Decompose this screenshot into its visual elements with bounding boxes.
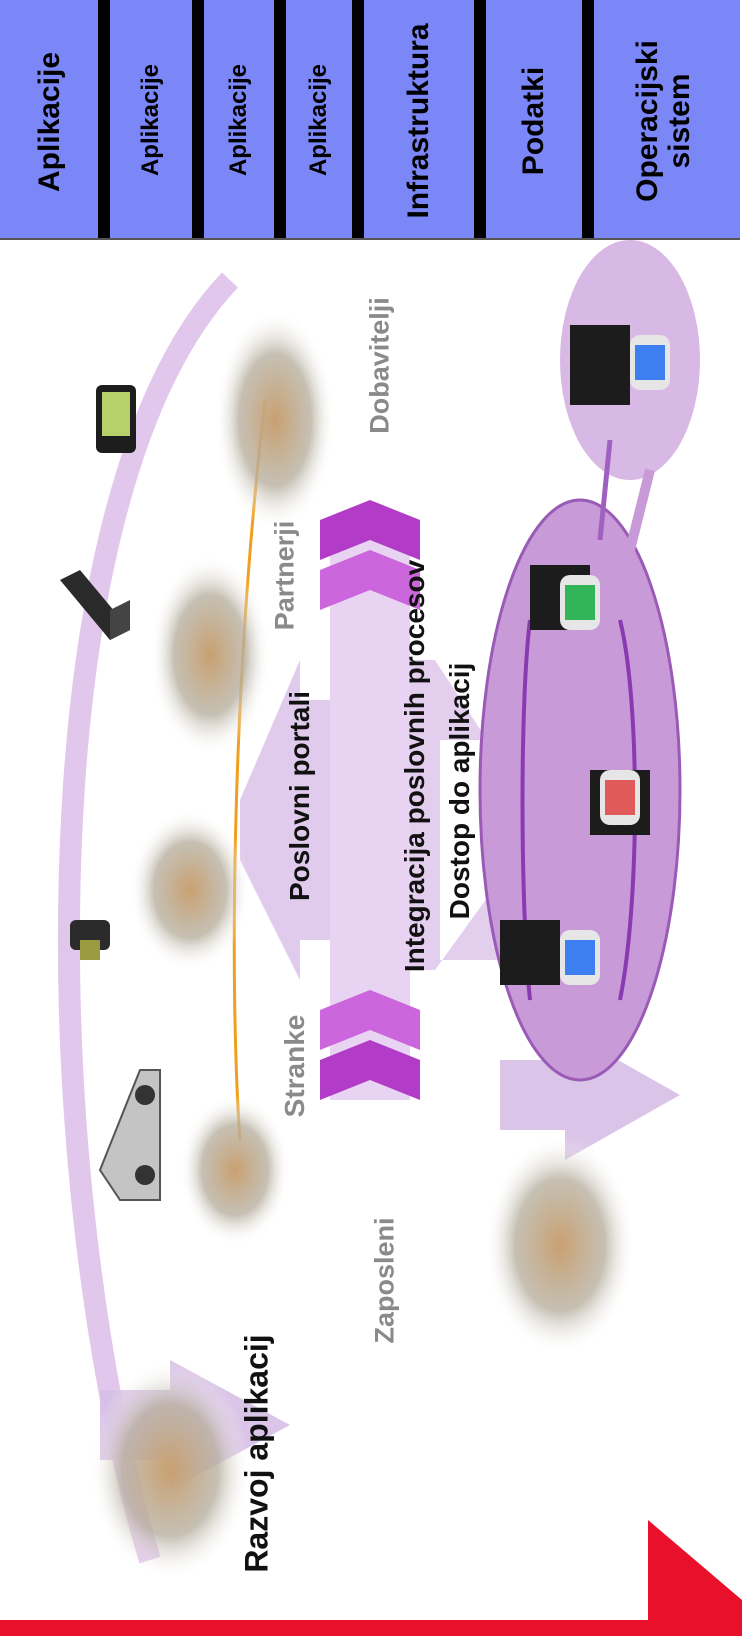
band-applications-4: Aplikacije <box>286 0 352 240</box>
server-icon <box>570 325 670 405</box>
server-icon <box>500 920 600 985</box>
band-applications-3: Aplikacije <box>204 0 274 240</box>
phone-icon <box>70 920 110 960</box>
band-applications-2: Aplikacije <box>110 0 192 240</box>
cluster-link <box>625 468 655 552</box>
supplier-photo <box>215 310 335 530</box>
band-infrastructure: Infrastruktura <box>364 0 474 240</box>
panel-bottom-edge <box>0 238 740 240</box>
integration-label: Integracija poslovnih procesov <box>399 559 430 973</box>
development-label: Razvoj aplikacij <box>238 1334 275 1573</box>
band-operating-system: Operacijski sistem <box>594 0 740 240</box>
group-employees-label: Zaposleni <box>369 1217 400 1344</box>
band-separator <box>98 0 110 240</box>
band-separator <box>474 0 486 240</box>
developer-photo <box>90 1360 250 1580</box>
band-data: Podatki <box>486 0 582 240</box>
access-label: Dostop do aplikacij <box>444 662 475 920</box>
chevron <box>320 500 420 560</box>
band-separator <box>192 0 204 240</box>
employee-photo <box>180 1095 290 1245</box>
group-suppliers-label: Dobavitelji <box>364 297 395 434</box>
tablet-icon <box>96 385 136 453</box>
cluster-link <box>597 439 613 541</box>
access-shape <box>410 660 500 970</box>
deployment-photo <box>485 1135 635 1355</box>
band-separator <box>582 0 594 240</box>
car-icon <box>98 1069 161 1201</box>
server-icon <box>530 565 600 630</box>
customer-photo <box>130 810 250 970</box>
connection-line <box>232 399 267 1141</box>
group-customers-label: Stranke <box>279 1014 310 1118</box>
laptop-icon <box>60 570 130 640</box>
portals-shape <box>240 660 330 980</box>
red-bottom-bar <box>0 1620 742 1636</box>
band-applications-1: Aplikacije <box>0 0 98 240</box>
red-corner-triangle <box>648 1520 742 1636</box>
server-icon <box>590 770 650 835</box>
device-arc <box>57 272 238 1564</box>
chevron <box>320 1040 420 1100</box>
chevron <box>320 990 420 1050</box>
band-separator <box>352 0 364 240</box>
partner-photo <box>150 555 270 755</box>
portals-label: Poslovni portali <box>284 690 315 902</box>
chevron <box>320 550 420 610</box>
group-partners-label: Partnerji <box>269 520 300 631</box>
band-separator <box>274 0 286 240</box>
